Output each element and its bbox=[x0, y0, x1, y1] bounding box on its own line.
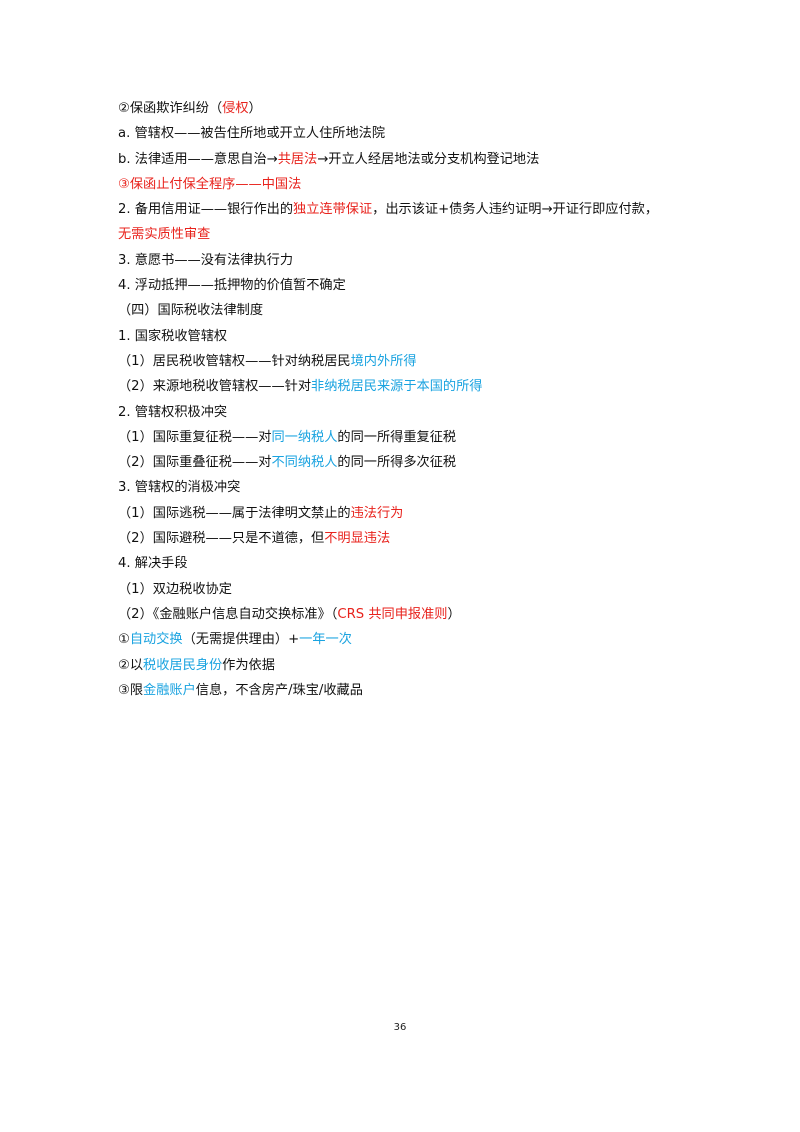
text-line: （1）国际重复征税——对同一纳税人的同一所得重复征税 bbox=[118, 425, 698, 450]
text-segment: （无需提供理由）+ bbox=[182, 632, 300, 648]
text-segment: 1. 国家税收管辖权 bbox=[118, 328, 228, 344]
highlight-red: 不明显违法 bbox=[324, 531, 391, 547]
text-segment: （1）国际逃税——属于法律明文禁止的 bbox=[118, 505, 351, 521]
text-segment: ，出示该证+债务人违约证明→开证行即应付款， bbox=[372, 202, 659, 218]
text-line: 2. 备用信用证——银行作出的独立连带保证，出示该证+债务人违约证明→开证行即应… bbox=[118, 197, 698, 222]
text-line: （1）双边税收协定 bbox=[118, 577, 698, 602]
text-segment: ②保函欺诈纠纷（ bbox=[118, 101, 223, 116]
text-segment: ① bbox=[118, 632, 130, 648]
highlight-blue: 税收居民身份 bbox=[143, 657, 223, 673]
text-segment: ③限 bbox=[118, 682, 144, 698]
text-segment: （2）来源地税收管辖权——针对 bbox=[118, 379, 312, 395]
text-line: （1）国际逃税——属于法律明文禁止的违法行为 bbox=[118, 501, 698, 526]
text-segment: 作为依据 bbox=[222, 657, 275, 673]
text-line: ③限金融账户信息，不含房产/珠宝/收藏品 bbox=[118, 678, 698, 703]
text-segment: （四）国际税收法律制度 bbox=[118, 303, 264, 319]
text-segment: 2. 管辖权积极冲突 bbox=[118, 404, 228, 420]
text-segment: 的同一所得重复征税 bbox=[337, 429, 457, 445]
highlight-blue: 境内外所得 bbox=[350, 353, 417, 369]
text-line: ①自动交换（无需提供理由）+一年一次 bbox=[118, 627, 698, 652]
highlight-blue: 自动交换 bbox=[129, 632, 183, 648]
text-line: （四）国际税收法律制度 bbox=[118, 298, 698, 323]
text-line: （2）来源地税收管辖权——针对非纳税居民来源于本国的所得 bbox=[118, 374, 698, 399]
text-line: 无需实质性审查 bbox=[118, 222, 698, 247]
text-segment: a. 管辖权——被告住所地或开立人住所地法院 bbox=[118, 126, 386, 142]
text-segment: 4. 浮动抵押——抵押物的价值暂不确定 bbox=[118, 278, 346, 294]
text-segment: 的同一所得多次征税 bbox=[337, 455, 457, 471]
text-segment: ） bbox=[248, 101, 262, 116]
text-segment: →开立人经居地法或分支机构登记地法 bbox=[317, 151, 540, 167]
text-line: b. 法律适用——意思自治→共居法→开立人经居地法或分支机构登记地法 bbox=[118, 147, 698, 172]
text-segment: 3. 意愿书——没有法律执行力 bbox=[118, 252, 294, 268]
text-segment: （1）国际重复征税——对 bbox=[118, 429, 272, 445]
page-number: 36 bbox=[393, 1022, 407, 1033]
highlight-red: 侵权 bbox=[222, 101, 249, 116]
text-segment: （1）居民税收管辖权——针对纳税居民 bbox=[118, 353, 351, 369]
highlight-blue: 金融账户 bbox=[143, 682, 196, 698]
highlight-red: 违法行为 bbox=[350, 505, 404, 521]
text-line: 1. 国家税收管辖权 bbox=[118, 324, 698, 349]
text-line: ②保函欺诈纠纷（侵权） bbox=[118, 96, 698, 121]
highlight-red: 独立连带保证 bbox=[293, 202, 373, 218]
text-line: 3. 管辖权的消极冲突 bbox=[118, 475, 698, 500]
text-segment: ） bbox=[447, 606, 461, 622]
text-line: （2）国际避税——只是不道德，但不明显违法 bbox=[118, 526, 698, 551]
text-segment: 信息，不含房产/珠宝/收藏品 bbox=[195, 682, 363, 698]
highlight-red: 共居法 bbox=[277, 151, 318, 167]
highlight-red: CRS 共同申报准则 bbox=[337, 606, 448, 622]
text-segment: （2）国际避税——只是不道德，但 bbox=[118, 531, 325, 547]
highlight-red: 无需实质性审查 bbox=[118, 227, 211, 243]
highlight-red: ③保函止付保全程序——中国法 bbox=[118, 176, 302, 192]
text-segment: （1）双边税收协定 bbox=[118, 581, 232, 597]
text-line: 2. 管辖权积极冲突 bbox=[118, 400, 698, 425]
text-line: （2）《金融账户信息自动交换标准》（CRS 共同申报准则） bbox=[118, 602, 698, 627]
text-segment: ②以 bbox=[118, 657, 144, 673]
text-line: （2）国际重叠征税——对不同纳税人的同一所得多次征税 bbox=[118, 450, 698, 475]
highlight-blue: 同一纳税人 bbox=[271, 429, 338, 445]
text-line: 3. 意愿书——没有法律执行力 bbox=[118, 248, 698, 273]
text-segment: （2）国际重叠征税——对 bbox=[118, 455, 272, 471]
text-segment: （2）《金融账户信息自动交换标准》（ bbox=[118, 606, 338, 622]
highlight-blue: 一年一次 bbox=[299, 632, 352, 648]
text-segment: 3. 管辖权的消极冲突 bbox=[118, 480, 241, 496]
text-line: 4. 浮动抵押——抵押物的价值暂不确定 bbox=[118, 273, 698, 298]
text-line: ③保函止付保全程序——中国法 bbox=[118, 172, 698, 197]
highlight-blue: 非纳税居民来源于本国的所得 bbox=[311, 379, 483, 395]
text-segment: 2. 备用信用证——银行作出的 bbox=[118, 202, 294, 218]
text-segment: b. 法律适用——意思自治→ bbox=[118, 151, 278, 167]
text-line: ②以税收居民身份作为依据 bbox=[118, 653, 698, 678]
text-line: 4. 解决手段 bbox=[118, 551, 698, 576]
text-line: （1）居民税收管辖权——针对纳税居民境内外所得 bbox=[118, 349, 698, 374]
text-line: a. 管辖权——被告住所地或开立人住所地法院 bbox=[118, 121, 698, 146]
text-segment: 4. 解决手段 bbox=[118, 556, 188, 572]
highlight-blue: 不同纳税人 bbox=[271, 455, 338, 471]
